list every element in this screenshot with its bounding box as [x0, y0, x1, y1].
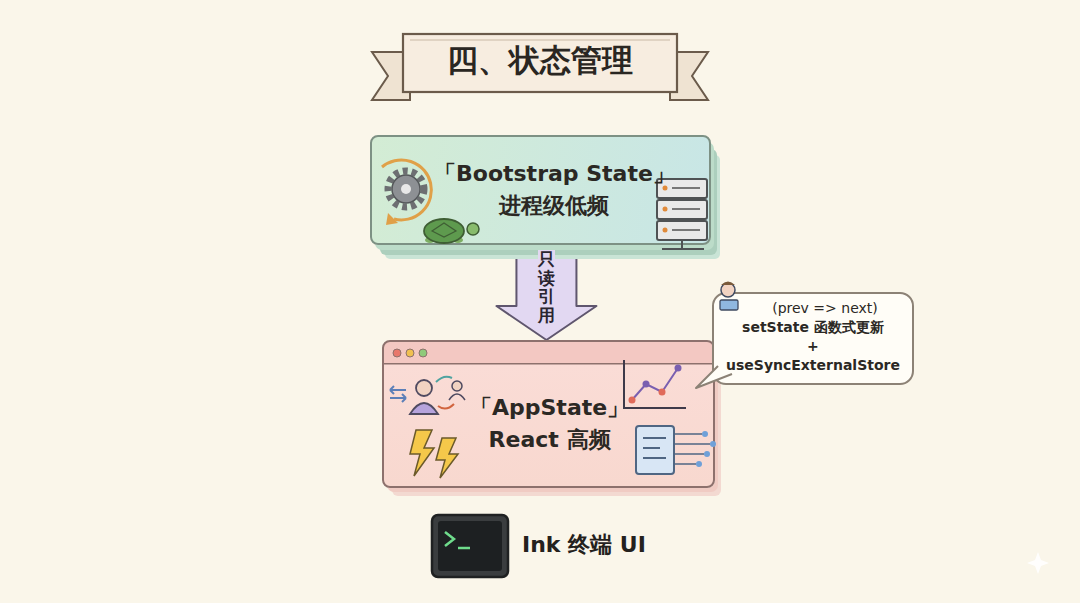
bootstrap-icons [372, 137, 709, 243]
node-text: + [807, 337, 819, 356]
node-text: (prev => next) [772, 299, 878, 318]
chart-icon [624, 360, 686, 408]
speech-bubble: (prev => next)setState 函数式更新+useSyncExte… [712, 292, 914, 385]
terminal-icon [432, 515, 508, 577]
node-text: useSyncExternalStore [726, 356, 900, 375]
gear-icon [382, 160, 431, 225]
lightning-icon [410, 430, 458, 478]
node-text: React 高频 [489, 424, 611, 456]
node-text: setState 函数式更新 [742, 318, 884, 337]
edge-label: 只读引用 [538, 250, 555, 325]
block-arrow [496, 245, 596, 340]
node-text: 进程级低频 [499, 190, 609, 222]
sparkle [1027, 552, 1049, 574]
server-icon [657, 179, 707, 249]
caption-label: Ink 终端 UI [522, 530, 646, 560]
turtle-icon [424, 219, 479, 243]
node-text: 「AppState」 [470, 392, 629, 424]
title-text: 四、状态管理 [447, 40, 633, 82]
node-text: 「Bootstrap State」 [434, 158, 675, 190]
circuit-icon [636, 426, 716, 474]
developer-avatar [720, 282, 738, 311]
window-box: 「AppState」React 高频 [382, 340, 715, 488]
stacked-layer-box: 「Bootstrap State」进程级低频 [370, 135, 711, 245]
people-icon [390, 377, 465, 414]
title-ribbon [372, 34, 708, 100]
